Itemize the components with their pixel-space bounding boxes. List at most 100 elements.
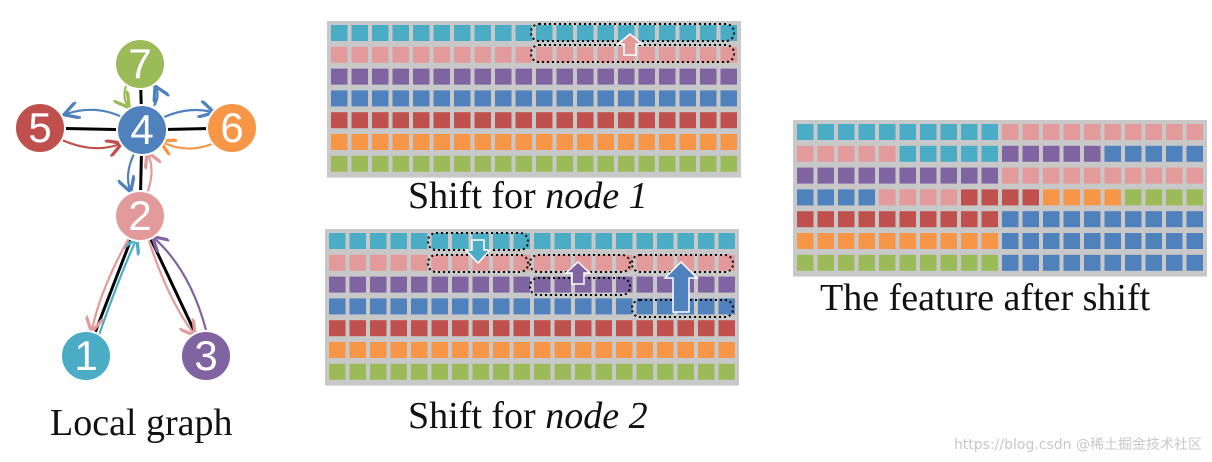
feature-cell	[554, 233, 571, 249]
message-arrow	[128, 149, 137, 190]
feature-cell	[577, 155, 594, 172]
feature-cell	[698, 320, 715, 337]
feature-cell	[1166, 145, 1183, 162]
feature-cell	[433, 25, 450, 41]
feature-cell	[858, 189, 875, 206]
feature-cell	[454, 155, 471, 172]
feature-cell	[940, 145, 957, 162]
feature-cell	[413, 25, 430, 41]
feature-cell	[534, 342, 551, 358]
feature-cell	[879, 233, 896, 249]
message-arrow	[161, 110, 212, 119]
feature-cell	[899, 124, 916, 140]
feature-cell	[351, 112, 368, 129]
feature-cell	[452, 254, 469, 271]
feature-cell	[961, 211, 978, 228]
up-arrow-icon	[663, 260, 699, 313]
feature-cell	[1043, 189, 1060, 206]
feature-cell	[1002, 124, 1019, 140]
feature-cell	[700, 112, 717, 129]
feature-cell	[1043, 254, 1060, 271]
feature-cell	[718, 342, 735, 358]
feature-cell	[920, 211, 937, 228]
feature-cell	[1022, 254, 1039, 271]
feature-cell	[940, 233, 957, 249]
feature-cell	[700, 46, 717, 63]
feature-cell	[595, 298, 612, 315]
feature-cell	[534, 298, 551, 315]
feature-cell	[536, 90, 553, 107]
feature-cell	[515, 112, 532, 129]
message-arrow	[61, 140, 120, 148]
feature-cell	[536, 134, 553, 150]
feature-cell	[351, 134, 368, 150]
feature-cell	[618, 134, 635, 150]
feature-cell	[390, 320, 407, 337]
feature-cell	[351, 155, 368, 172]
feature-cell	[1002, 167, 1019, 184]
feature-cell	[1125, 254, 1142, 271]
feature-cell	[597, 25, 614, 41]
feature-cell	[433, 90, 450, 107]
feature-cell	[349, 254, 366, 271]
feature-cell	[940, 254, 957, 271]
graph-node-2: 2	[114, 190, 166, 242]
feature-cell	[372, 155, 389, 172]
feature-cell	[1166, 124, 1183, 140]
feature-cell	[595, 320, 612, 337]
feature-cell	[657, 298, 674, 315]
feature-cell	[1002, 145, 1019, 162]
feature-cell	[554, 298, 571, 315]
feature-cell	[493, 298, 510, 315]
feature-cell	[452, 298, 469, 315]
up-arrow-icon	[564, 260, 592, 285]
feature-cell	[413, 90, 430, 107]
feature-cell	[718, 320, 735, 337]
feature-cell	[515, 155, 532, 172]
feature-cell	[638, 155, 655, 172]
feature-cell	[1002, 211, 1019, 228]
feature-cell	[961, 167, 978, 184]
feature-cell	[597, 90, 614, 107]
feature-cell	[474, 134, 491, 150]
feature-cell	[331, 68, 348, 85]
feature-cell	[1022, 167, 1039, 184]
feature-cell	[981, 124, 998, 140]
feature-cell	[329, 320, 346, 337]
up-arrow-icon	[615, 33, 645, 56]
message-arrow	[154, 238, 208, 331]
feature-cell	[472, 276, 489, 293]
feature-cell	[329, 298, 346, 315]
feature-cell	[618, 112, 635, 129]
grid-background	[327, 21, 741, 178]
feature-cell	[698, 363, 715, 380]
feature-cell	[534, 320, 551, 337]
feature-cell	[411, 254, 428, 271]
feature-cell	[452, 233, 469, 249]
feature-cell	[858, 254, 875, 271]
feature-cell	[961, 189, 978, 206]
feature-cell	[411, 342, 428, 358]
feature-cell	[1022, 145, 1039, 162]
feature-cell	[597, 155, 614, 172]
feature-cell	[1145, 167, 1162, 184]
feature-cell	[329, 233, 346, 249]
feature-cell	[370, 276, 387, 293]
feature-cell	[392, 25, 409, 41]
down-arrow-icon	[464, 239, 492, 265]
feature-cell	[720, 134, 737, 150]
feature-cell	[981, 145, 998, 162]
feature-cell	[534, 276, 551, 293]
feature-cell	[638, 134, 655, 150]
feature-cell	[679, 155, 696, 172]
feature-cell	[817, 254, 834, 271]
feature-cell	[679, 112, 696, 129]
feature-cell	[718, 233, 735, 249]
feature-cell	[390, 363, 407, 380]
message-arrow	[146, 154, 152, 197]
feature-cell	[1104, 167, 1121, 184]
message-arrow	[146, 237, 194, 334]
feature-cell	[329, 363, 346, 380]
feature-cell	[495, 155, 512, 172]
feature-cell	[370, 233, 387, 249]
